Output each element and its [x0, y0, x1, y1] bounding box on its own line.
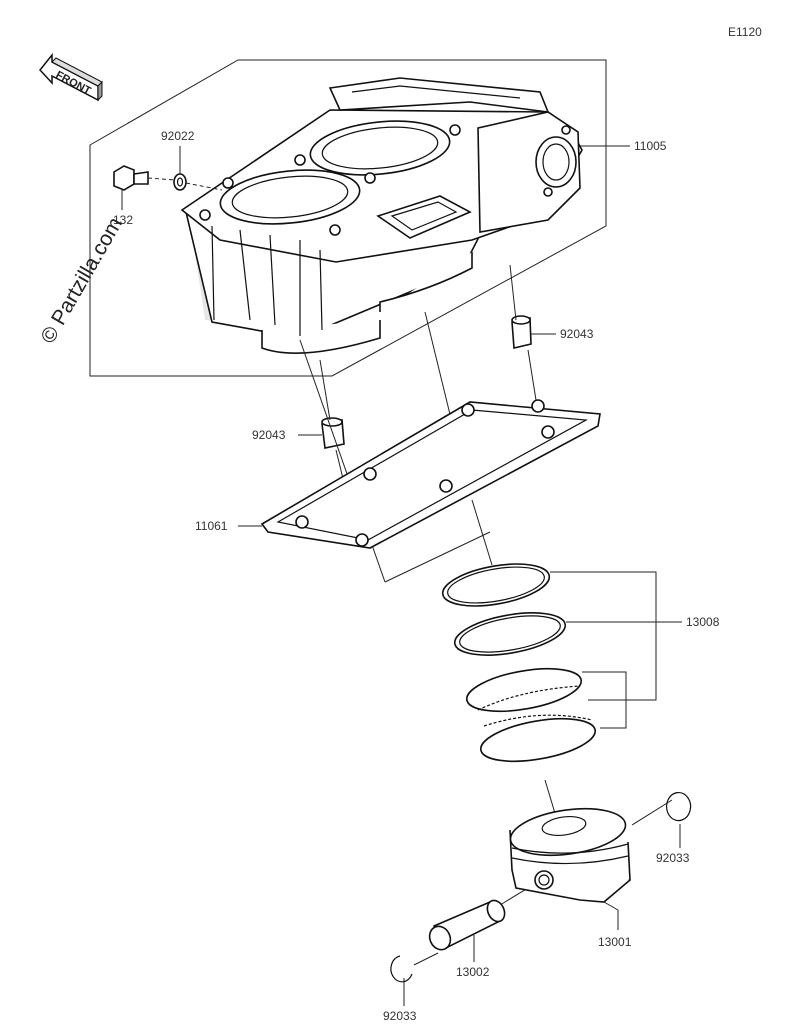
- piston-rings: [441, 563, 597, 763]
- label-piston-rings: 13008: [686, 615, 720, 629]
- label-dowel-pin-left: 92043: [252, 428, 286, 442]
- label-cylinder: 11005: [634, 139, 667, 153]
- label-piston-pin: 13002: [456, 965, 490, 979]
- bolt-132: [113, 165, 176, 191]
- ring-bracket: [550, 571, 657, 729]
- piston: [509, 807, 631, 903]
- cylinder-block: [180, 77, 583, 354]
- cylinder-gasket: [260, 399, 601, 549]
- circlip-right: [666, 791, 692, 822]
- label-cylinder-gasket: 11061: [195, 519, 228, 533]
- diagram-code: E1120: [728, 25, 762, 39]
- label-circlip-right: 92033: [656, 851, 690, 865]
- dowel-pin-right: [511, 315, 532, 349]
- cylinder-group-outline: [89, 59, 607, 377]
- piston-pin: [428, 899, 506, 951]
- circlip-left: [390, 955, 413, 983]
- watermark: © Partzilla.com: [36, 213, 127, 347]
- label-bolt: 132: [113, 213, 133, 227]
- label-washer: 92022: [161, 129, 195, 143]
- label-piston: 13001: [598, 935, 632, 949]
- label-circlip-left: 92033: [383, 1009, 417, 1023]
- front-arrow-icon: FRONT: [39, 52, 103, 102]
- label-dowel-pin-right: 92043: [560, 327, 594, 341]
